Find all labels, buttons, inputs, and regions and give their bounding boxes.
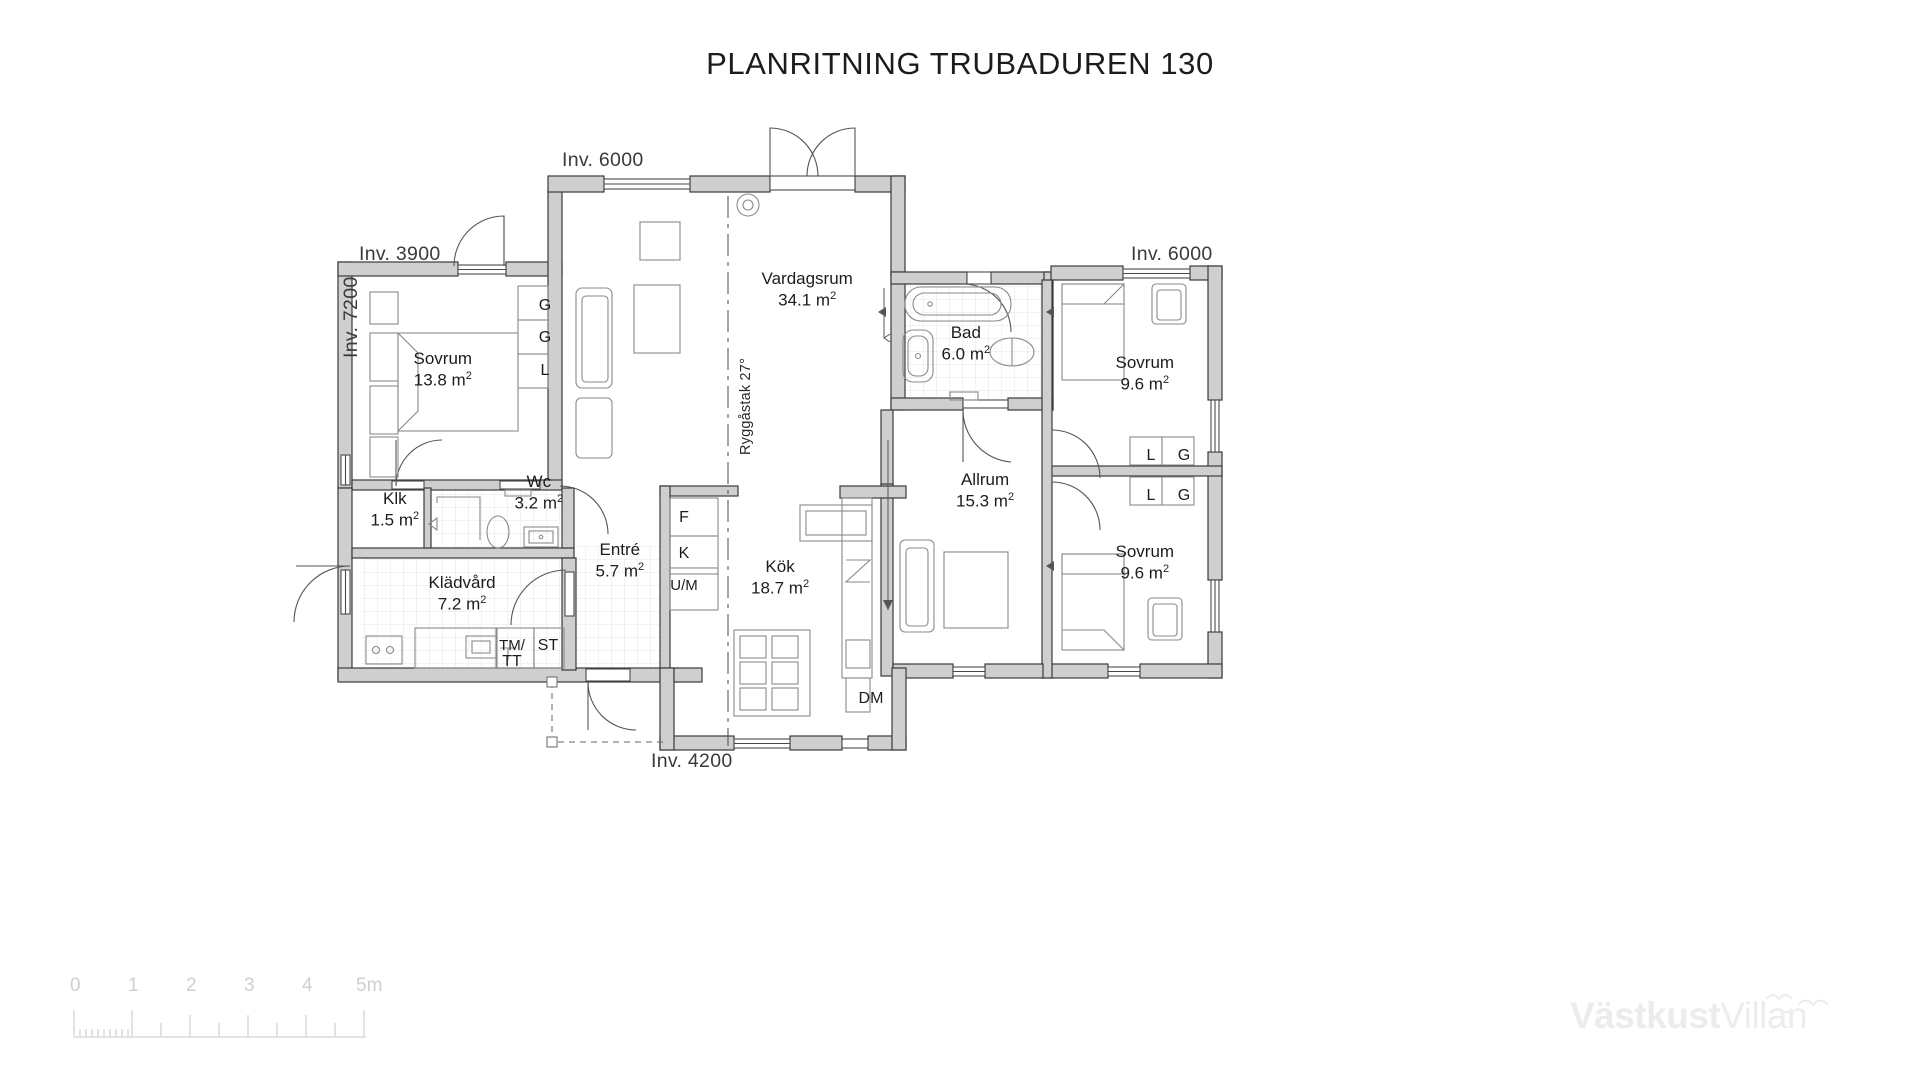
scale-tick-1: 1 xyxy=(128,975,139,996)
fixture-oven-um: U/M xyxy=(670,577,698,594)
page-title: PLANRITNING TRUBADUREN 130 xyxy=(706,46,1214,81)
area-unit-exponent: 2 xyxy=(638,560,645,573)
room-name: Sovrum xyxy=(1115,542,1175,561)
scale-tick-3: 3 xyxy=(244,975,255,996)
room-area: 5.7 m2 xyxy=(595,560,645,581)
room-area: 18.7 m2 xyxy=(751,577,810,598)
room-area: 9.6 m2 xyxy=(1120,373,1170,394)
dimension-inv-6000-top: Inv. 6000 xyxy=(562,149,644,171)
fixture-closet-l3: L xyxy=(1146,487,1156,504)
fixture-machine-tm: TM/ xyxy=(499,637,525,654)
door-swings xyxy=(293,127,1101,731)
fixture-machine-tt: TT xyxy=(502,653,522,670)
area-unit-exponent: 2 xyxy=(413,509,420,522)
room-name: Sovrum xyxy=(413,349,473,368)
fixture-storage-st: ST xyxy=(537,637,559,654)
terrace-outline xyxy=(546,676,666,748)
dimension-inv-7200: Inv. 7200 xyxy=(340,276,362,358)
seagull-icon xyxy=(1765,994,1829,1016)
room-name: Entré xyxy=(599,540,641,559)
room-name: Kök xyxy=(765,557,795,576)
room-area: 34.1 m2 xyxy=(778,289,837,310)
room-name: Vardagsrum xyxy=(761,269,853,288)
furniture xyxy=(365,193,1195,717)
ridge-label: Ryggåstak 27° xyxy=(738,357,754,455)
fixture-closet-g3: G xyxy=(1177,447,1191,464)
dimension-inv-4200: Inv. 4200 xyxy=(651,750,733,772)
area-unit-exponent: 2 xyxy=(1162,562,1170,575)
dimension-marks xyxy=(878,288,1054,610)
scale-tick-2: 2 xyxy=(186,975,197,996)
scale-bar-graphic xyxy=(73,1010,366,1038)
scale-bar: 0 1 2 3 4 5m xyxy=(70,975,382,1055)
scale-tick-0: 0 xyxy=(70,975,81,996)
room-name: Wc xyxy=(526,472,552,491)
room-area: 7.2 m2 xyxy=(437,593,487,614)
fixture-fridge-f: F xyxy=(679,509,689,526)
scale-tick-end: 5m xyxy=(356,975,383,996)
logo-light-text: Villan xyxy=(1720,995,1808,1036)
fixture-wardrobe-g2: G xyxy=(538,329,552,346)
area-unit-exponent: 2 xyxy=(1007,490,1015,503)
openings-and-windows xyxy=(340,175,1220,749)
area-unit-exponent: 2 xyxy=(480,593,487,606)
area-unit-exponent: 2 xyxy=(830,289,837,302)
room-area: 1.5 m2 xyxy=(370,509,420,530)
room-name: Allrum xyxy=(960,470,1010,489)
fixture-wardrobe-l1: L xyxy=(540,362,550,379)
area-unit-exponent: 2 xyxy=(557,492,564,505)
dimension-inv-3900: Inv. 3900 xyxy=(359,243,441,265)
fixture-dishwasher-dm: DM xyxy=(858,690,884,707)
dimension-inv-6000-right: Inv. 6000 xyxy=(1131,243,1213,265)
room-name: Klädvård xyxy=(428,573,496,592)
logo-bold-text: Västkust xyxy=(1570,995,1721,1036)
fixture-wardrobe-g1: G xyxy=(538,297,552,314)
logo-wordmark: VästkustVillan xyxy=(1570,995,1808,1037)
room-area: 3.2 m2 xyxy=(514,492,564,513)
room-area: 13.8 m2 xyxy=(413,369,472,390)
fixture-closet-g4: G xyxy=(1177,487,1191,504)
company-logo: VästkustVillan xyxy=(1570,985,1880,1055)
tiled-floors xyxy=(362,282,1050,668)
area-unit-exponent: 2 xyxy=(802,577,810,590)
area-unit-exponent: 2 xyxy=(984,343,991,356)
area-unit-exponent: 2 xyxy=(465,369,472,382)
fixture-freezer-k: K xyxy=(678,545,690,562)
fixture-closet-l2: L xyxy=(1146,447,1156,464)
scale-tick-4: 4 xyxy=(302,975,313,996)
room-name: Sovrum xyxy=(1115,353,1175,372)
room-area: 9.6 m2 xyxy=(1120,562,1170,583)
room-area: 6.0 m2 xyxy=(941,343,991,364)
room-area: 15.3 m2 xyxy=(956,490,1015,511)
room-name: Klk xyxy=(383,489,407,508)
room-name: Bad xyxy=(950,323,981,342)
area-unit-exponent: 2 xyxy=(1162,373,1170,386)
